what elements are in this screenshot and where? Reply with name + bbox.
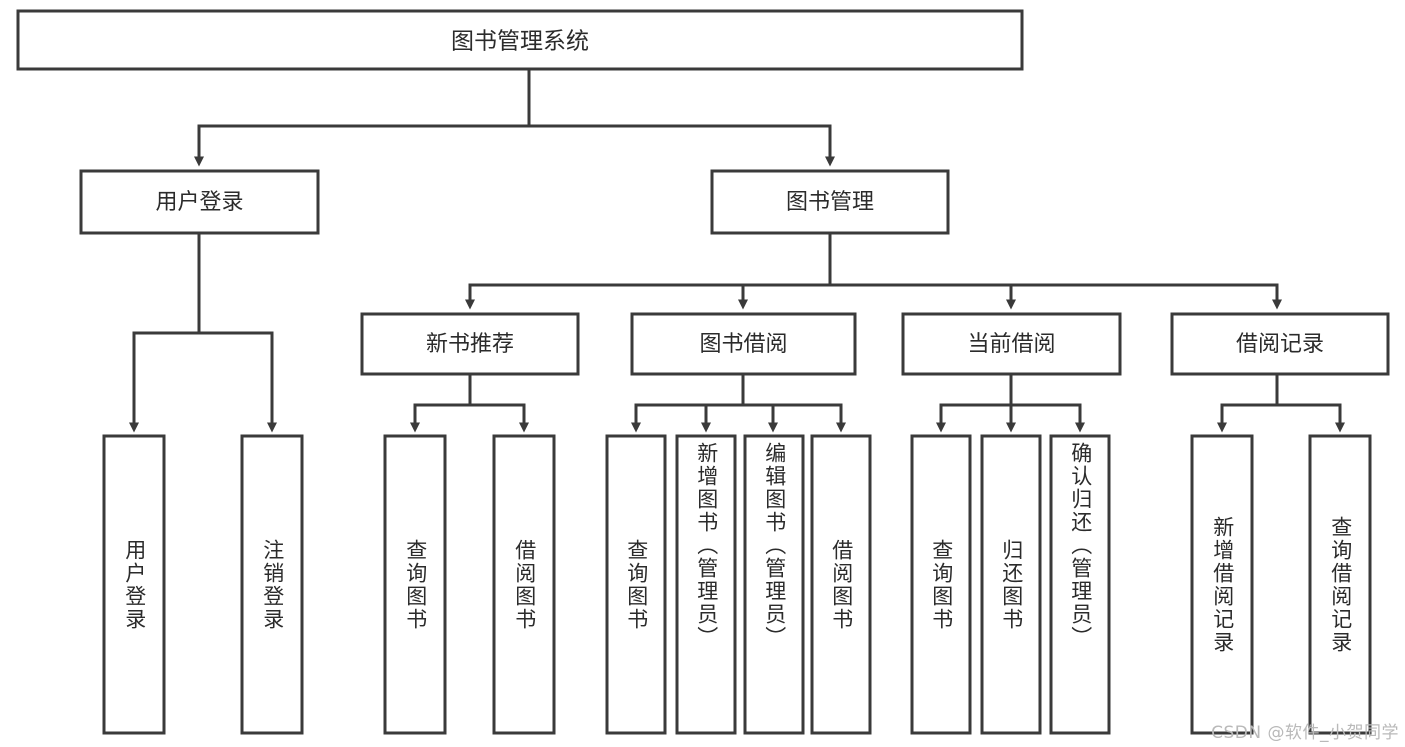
watermark-text: CSDN @软件_小贺同学 [1211,723,1399,743]
node-current-borrow-label: 当前借阅 [967,332,1055,357]
leaf-box-current-borrow-2[interactable] [980,434,1042,735]
node-user-login[interactable]: 用户登录 [79,169,320,235]
leaf-box-new-book-1[interactable] [383,434,447,735]
node-borrow-record[interactable]: 借阅记录 [1170,312,1390,376]
edge-root-to-level2 [194,68,835,167]
leaf-box-borrow-record-1[interactable] [1190,434,1254,735]
node-root-label: 图书管理系统 [451,29,589,55]
node-new-book-recommend[interactable]: 新书推荐 [360,312,580,376]
leaf-box-current-borrow-3[interactable] [1049,434,1111,735]
node-book-borrow-label: 图书借阅 [699,332,787,357]
edge-book-borrow-to-leaves [631,372,846,433]
edge-new-book-to-leaves [410,372,529,433]
node-user-login-label: 用户登录 [155,190,243,215]
leaf-box-user-login-1[interactable] [102,434,166,735]
node-root[interactable]: 图书管理系统 [16,9,1024,71]
edge-user-login-to-leaves [129,231,277,433]
leaf-box-book-borrow-4[interactable] [810,434,872,735]
edge-current-borrow-to-leaves [936,372,1085,433]
node-borrow-record-label: 借阅记录 [1236,332,1324,357]
node-book-borrow[interactable]: 图书借阅 [630,312,857,376]
edge-borrow-record-to-leaves [1217,372,1345,433]
node-book-manage-label: 图书管理 [786,190,874,215]
leaf-box-user-login-2[interactable] [240,434,304,735]
node-new-book-recommend-label: 新书推荐 [426,332,514,357]
leaf-box-book-borrow-3[interactable] [743,434,805,735]
leaf-box-book-borrow-1[interactable] [605,434,667,735]
leaf-box-current-borrow-1[interactable] [910,434,972,735]
leaf-box-new-book-2[interactable] [492,434,556,735]
leaf-box-book-borrow-2[interactable] [675,434,737,735]
leaf-box-borrow-record-2[interactable] [1308,434,1372,735]
node-current-borrow[interactable]: 当前借阅 [901,312,1122,376]
node-book-manage[interactable]: 图书管理 [710,169,950,235]
edge-book-manage-to-level3 [465,231,1282,310]
